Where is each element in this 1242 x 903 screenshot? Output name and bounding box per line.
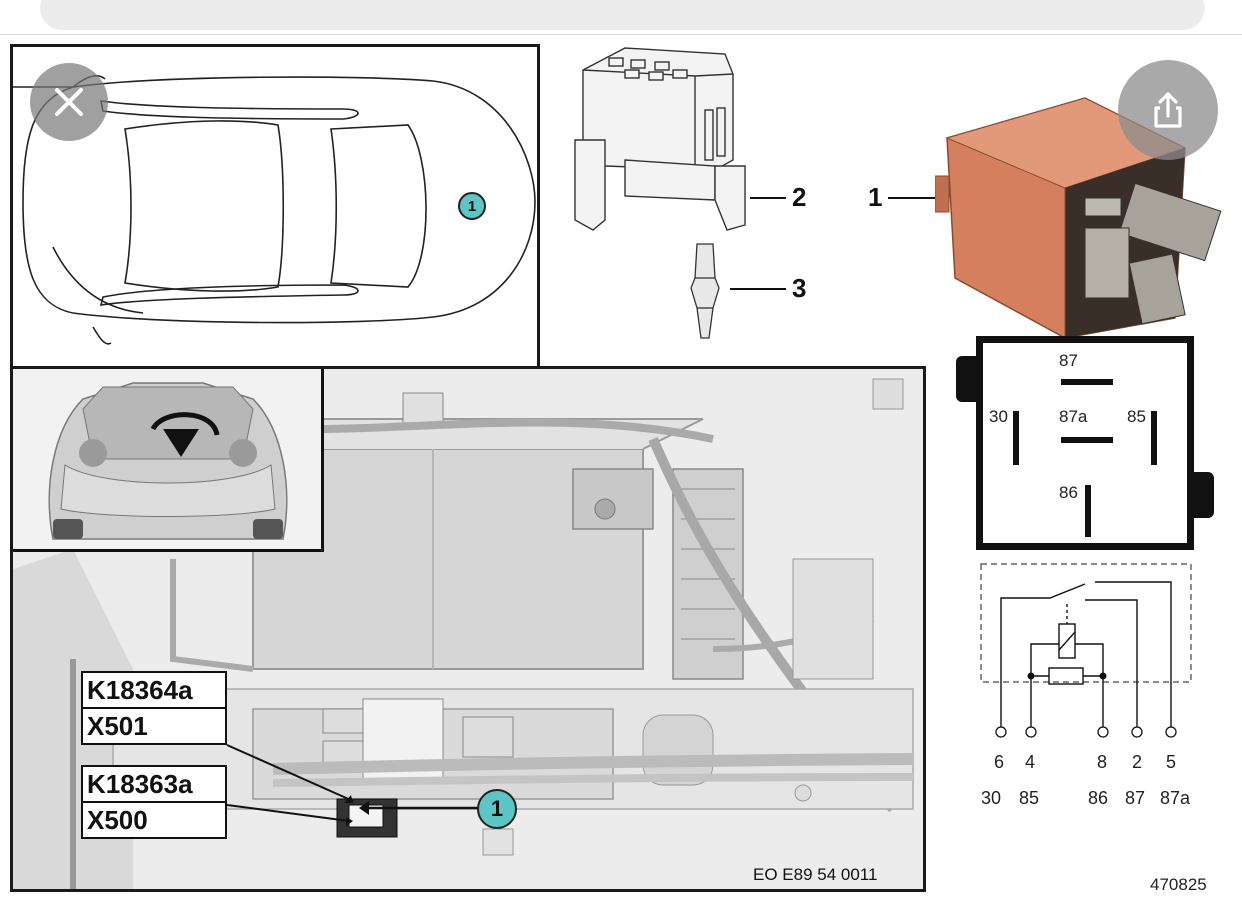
relay-socket-illustration (574, 47, 746, 231)
relay-face-tab-right (1192, 472, 1214, 518)
schematic-pin-5: 5 (1166, 752, 1177, 772)
part-2-label: 2 (792, 182, 807, 212)
terminal-87a-blade (1061, 437, 1113, 443)
schematic-terminal-85: 85 (1019, 788, 1040, 808)
close-icon (49, 82, 89, 122)
part-3-leader (730, 288, 786, 290)
schematic-terminal-30: 30 (981, 788, 1002, 808)
terminal-87-label: 87 (1059, 351, 1078, 370)
schematic-terminal-86: 86 (1088, 788, 1109, 808)
part-1-label: 1 (868, 182, 883, 212)
rear-view-inset (13, 369, 324, 552)
share-icon (1146, 88, 1190, 132)
callout-x500: X500 (81, 801, 227, 839)
rear-car-drawing (48, 382, 288, 540)
relay-face-tab-left (956, 356, 978, 402)
location-marker: 1 (477, 789, 517, 829)
relay-face-diagram: 87 30 87a 85 86 (976, 336, 1194, 550)
engine-bay-drawing (13, 369, 923, 889)
callout-k18364a: K18364a (81, 671, 227, 709)
callout-x501: X501 (81, 707, 227, 745)
terminal-85-label: 85 (1127, 407, 1146, 426)
car-location-marker: 1 (458, 192, 486, 220)
car-outline (13, 74, 536, 345)
close-button[interactable] (30, 63, 108, 141)
browser-top-bar (0, 0, 1242, 35)
part-2-leader (750, 197, 786, 199)
schematic-pin-4: 4 (1025, 752, 1036, 772)
relay-schematic (980, 563, 1192, 738)
figure-reference: EO E89 54 0011 (753, 865, 878, 884)
share-button[interactable] (1118, 60, 1218, 160)
schematic-terminal-87a: 87a (1160, 788, 1191, 808)
schematic-terminal-87: 87 (1125, 788, 1146, 808)
terminal-86-label: 86 (1059, 483, 1078, 502)
callout-k18363a: K18363a (81, 765, 227, 803)
terminal-87a-label: 87a (1059, 407, 1088, 426)
terminal-pin-illustration (690, 243, 720, 339)
schematic-pin-2: 2 (1132, 752, 1143, 772)
terminal-85-blade (1151, 411, 1157, 465)
location-marker-label: 1 (490, 796, 504, 821)
schematic-pin-6: 6 (994, 752, 1005, 772)
part-number: 470825 (1150, 875, 1207, 894)
terminal-30-blade (1013, 411, 1019, 465)
terminal-30-label: 30 (989, 407, 1008, 426)
top-divider (0, 34, 1242, 35)
terminal-87-blade (1061, 379, 1113, 385)
address-pill[interactable] (40, 0, 1205, 30)
part-1-leader (888, 197, 940, 199)
schematic-pin-8: 8 (1097, 752, 1108, 772)
installation-location-panel: K18364a X501 K18363a X500 1 EO E89 54 00… (10, 366, 926, 892)
car-marker-label: 1 (467, 197, 477, 215)
terminal-86-blade (1085, 485, 1091, 537)
part-3-label: 3 (792, 273, 807, 303)
